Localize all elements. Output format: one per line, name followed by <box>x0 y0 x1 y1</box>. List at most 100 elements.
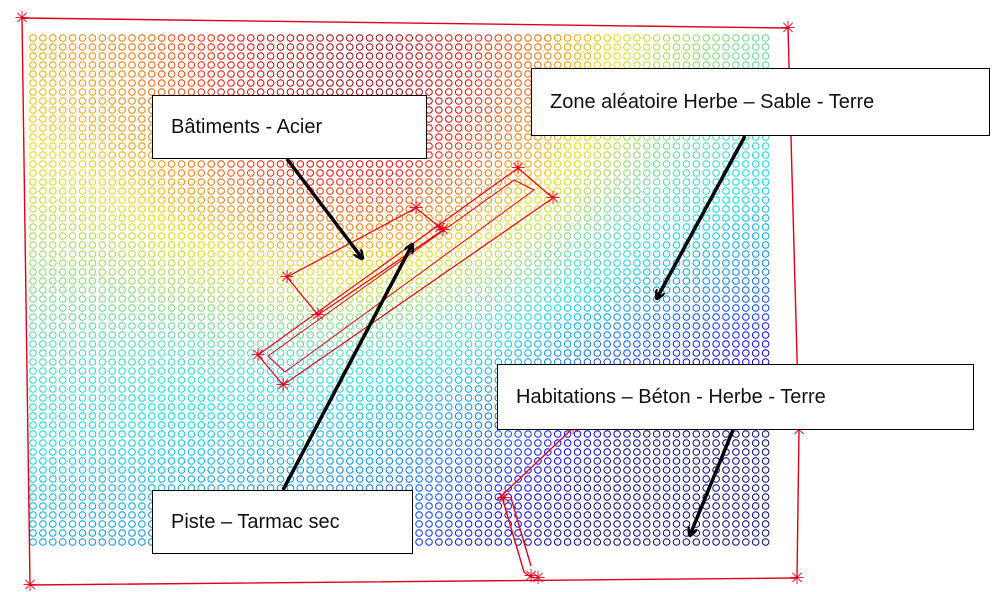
sample-point <box>712 232 720 240</box>
sample-point <box>187 457 196 465</box>
sample-point <box>652 187 661 195</box>
sample-point <box>207 313 215 321</box>
sample-point <box>296 52 305 60</box>
sample-point <box>682 430 691 438</box>
sample-point <box>553 151 562 159</box>
sample-point <box>524 250 532 258</box>
sample-point <box>643 268 651 276</box>
sample-point <box>78 457 87 465</box>
sample-point <box>732 457 740 465</box>
sample-point <box>197 349 206 357</box>
sample-point <box>306 286 315 294</box>
sample-point <box>395 367 404 375</box>
sample-point <box>49 403 57 411</box>
sample-point <box>167 241 176 249</box>
sample-point <box>652 205 661 213</box>
sample-point <box>633 520 641 528</box>
sample-point <box>623 286 631 294</box>
sample-point <box>336 70 344 78</box>
sample-point <box>415 358 423 366</box>
sample-point <box>494 88 503 96</box>
sample-point <box>712 313 720 321</box>
sample-point <box>98 403 107 411</box>
sample-point <box>454 277 463 285</box>
sample-point <box>355 448 364 456</box>
sample-point <box>217 169 225 177</box>
sample-point <box>108 466 116 474</box>
sample-point <box>68 385 77 393</box>
sample-point <box>732 313 740 321</box>
sample-point <box>623 457 631 465</box>
sample-point <box>682 250 691 258</box>
sample-point <box>435 511 443 519</box>
sample-point <box>157 268 166 276</box>
sample-point <box>286 43 295 51</box>
sample-point <box>88 61 97 69</box>
sample-point <box>128 205 136 213</box>
sample-point <box>138 475 146 483</box>
sample-point <box>445 403 453 411</box>
sample-point <box>732 223 740 231</box>
sample-point <box>167 421 176 429</box>
sample-point <box>474 439 483 447</box>
sample-point <box>395 61 404 69</box>
sample-point <box>266 79 275 87</box>
sample-point <box>643 241 651 249</box>
sample-point <box>326 268 334 276</box>
sample-point <box>306 349 315 357</box>
sample-point <box>276 448 285 456</box>
sample-point <box>68 439 77 447</box>
sample-point <box>425 502 433 510</box>
sample-point <box>88 313 97 321</box>
sample-point <box>316 187 324 195</box>
sample-point <box>39 511 47 519</box>
sample-point <box>68 133 77 141</box>
sample-point <box>722 466 730 474</box>
sample-point <box>583 304 592 312</box>
sample-point <box>454 250 463 258</box>
sample-point <box>633 511 641 519</box>
sample-point <box>732 538 740 546</box>
sample-point <box>662 232 671 240</box>
sample-point <box>633 241 641 249</box>
sample-point <box>296 250 305 258</box>
sample-point <box>761 268 770 276</box>
sample-point <box>504 34 513 42</box>
sample-point <box>494 232 503 240</box>
sample-point <box>98 493 107 501</box>
sample-point <box>722 178 730 186</box>
sample-point <box>108 133 116 141</box>
sample-point <box>494 43 503 51</box>
sample-point <box>761 43 770 51</box>
sample-point <box>385 412 394 420</box>
sample-point <box>751 511 760 519</box>
sample-point <box>58 403 67 411</box>
sample-point <box>108 268 116 276</box>
sample-point <box>266 331 275 339</box>
sample-point <box>197 322 206 330</box>
label-batiments: Bâtiments - Acier <box>152 95 427 159</box>
sample-point <box>316 430 324 438</box>
sample-point <box>118 466 126 474</box>
sample-point <box>98 367 107 375</box>
sample-point <box>761 331 770 339</box>
sample-point <box>702 349 711 357</box>
sample-point <box>326 79 334 87</box>
sample-point <box>276 421 285 429</box>
sample-point <box>58 502 67 510</box>
sample-point <box>395 457 404 465</box>
sample-point <box>49 457 57 465</box>
sample-point <box>662 331 671 339</box>
sample-point <box>29 277 37 285</box>
sample-point <box>286 394 295 402</box>
sample-point <box>593 457 602 465</box>
sample-point <box>227 79 235 87</box>
sample-point <box>633 268 641 276</box>
sample-point <box>365 394 374 402</box>
sample-point <box>266 169 275 177</box>
sample-point <box>128 43 136 51</box>
sample-point <box>58 160 67 168</box>
sample-point <box>39 178 47 186</box>
sample-point <box>633 151 641 159</box>
sample-point <box>573 448 582 456</box>
